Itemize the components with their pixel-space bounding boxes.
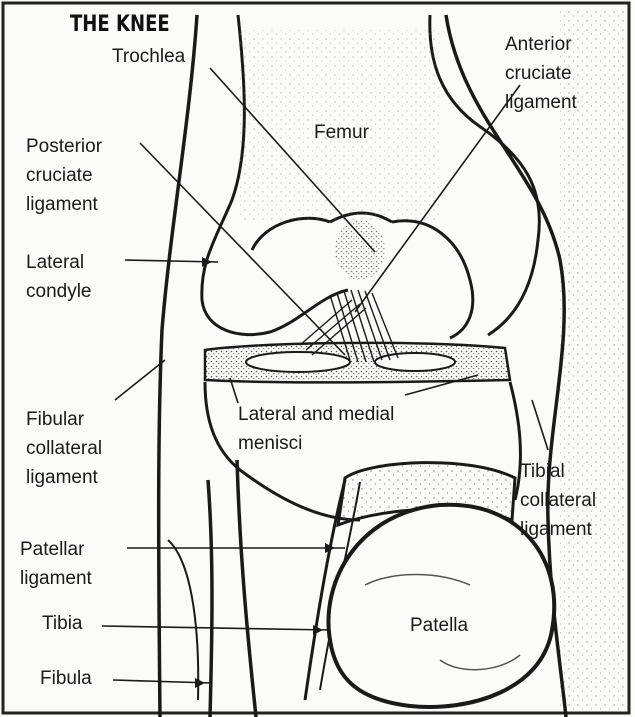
label-patellar-ligament: Patellar ligament	[20, 535, 92, 593]
trochlea-groove	[335, 220, 385, 280]
leader-fibular-collateral	[115, 360, 165, 400]
label-tibial-collateral-ligament: Tibial collateral ligament	[520, 457, 596, 544]
label-femur: Femur	[314, 122, 369, 144]
label-anterior-cruciate-ligament: Anterior cruciate ligament	[505, 30, 577, 117]
menisci	[205, 343, 510, 382]
leader-tibia	[102, 626, 330, 630]
leader-tibial-collateral	[532, 400, 548, 450]
fibula	[168, 540, 198, 700]
leader-arrowheads	[195, 257, 335, 688]
label-lateral-condyle: Lateral condyle	[26, 248, 92, 306]
label-posterior-cruciate-ligament: Posterior cruciate ligament	[26, 132, 102, 219]
label-patella: Patella	[410, 615, 468, 637]
label-lateral-and-medial-menisci: Lateral and medial menisci	[238, 400, 394, 458]
label-fibula: Fibula	[40, 668, 92, 690]
label-tibia: Tibia	[42, 613, 82, 635]
diagram-title: THE KNEE	[70, 12, 170, 37]
label-trochlea: Trochlea	[112, 46, 185, 68]
label-fibular-collateral-ligament: Fibular collateral ligament	[26, 405, 102, 492]
